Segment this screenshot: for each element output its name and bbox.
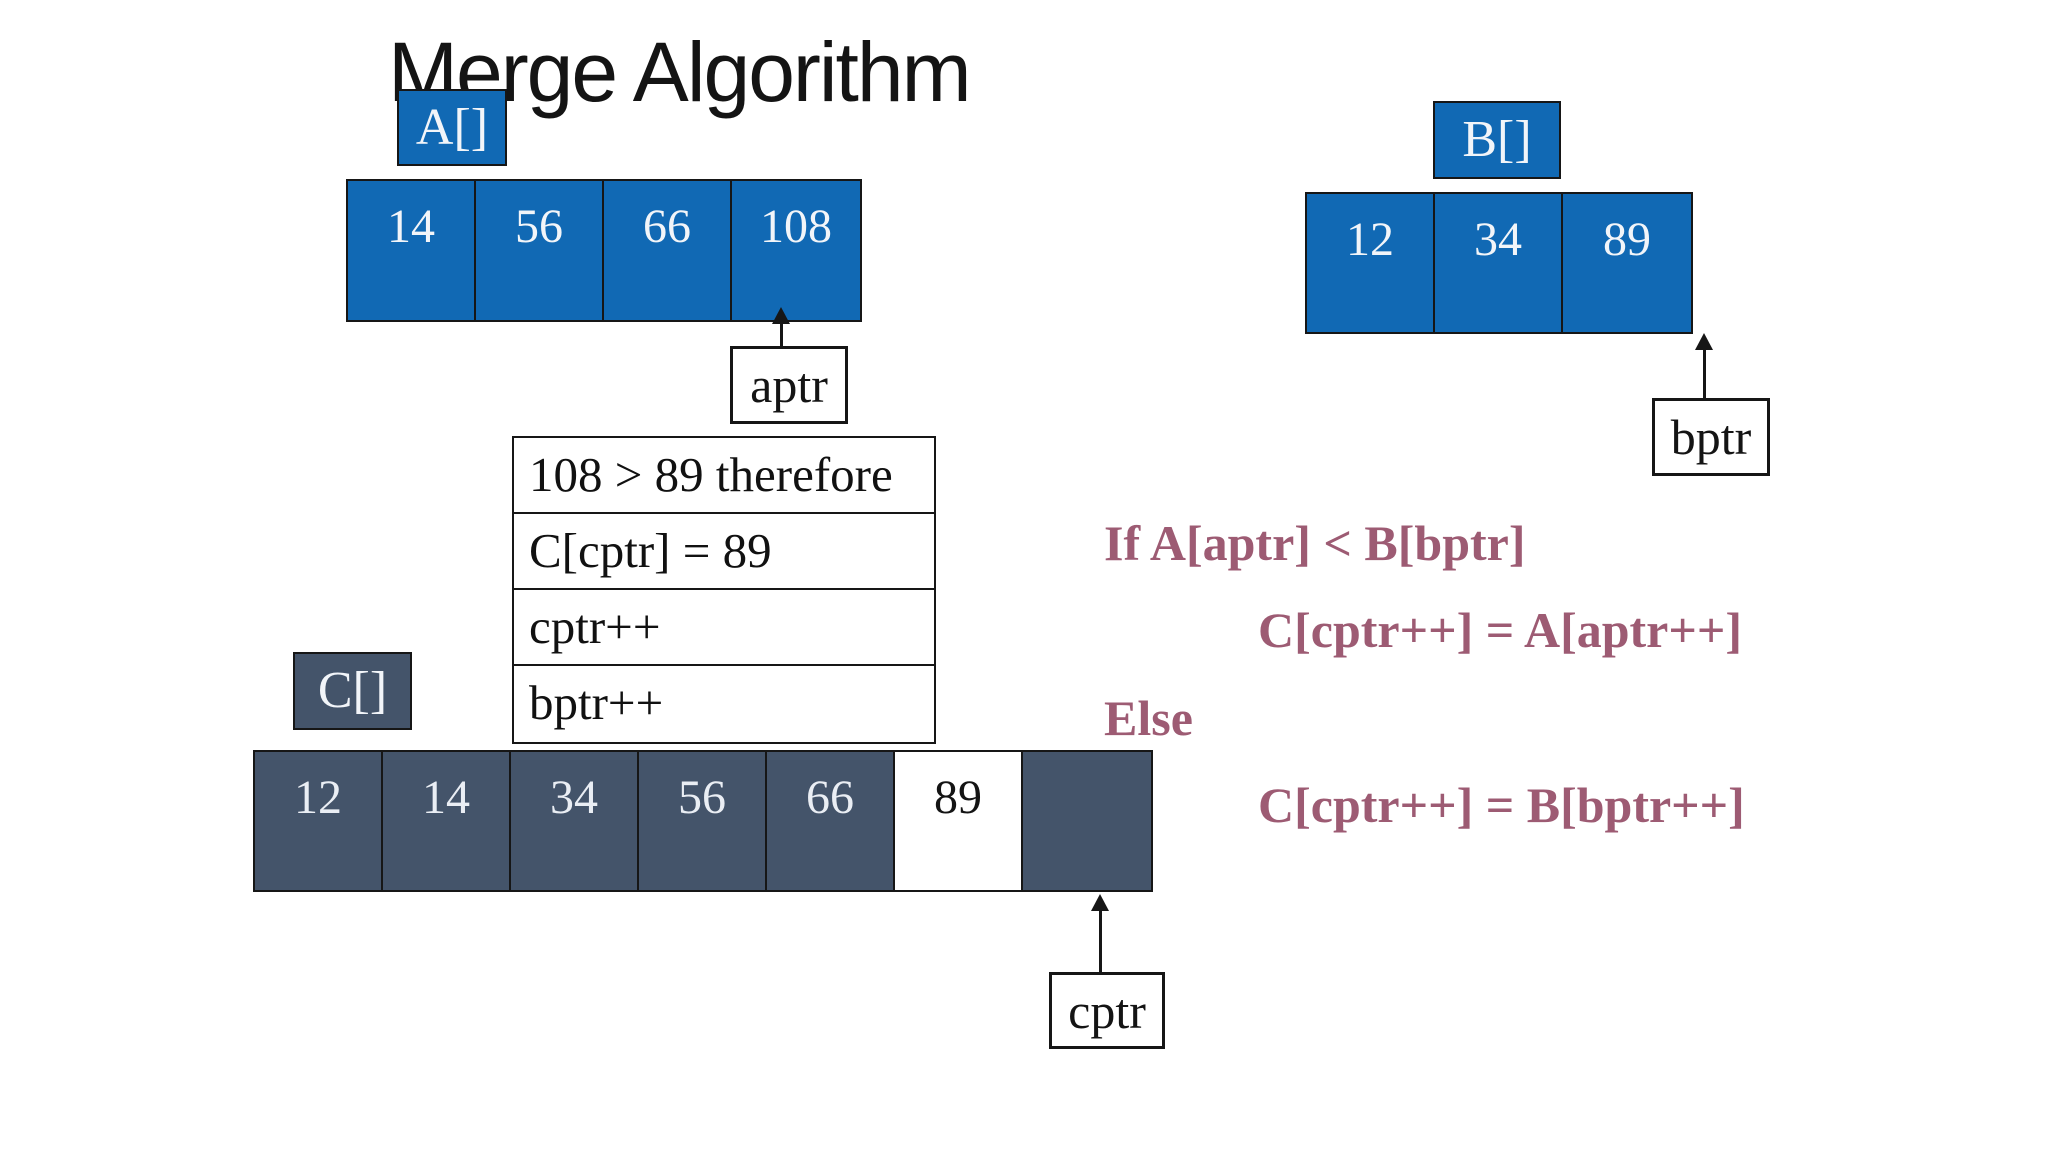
array-b-cell: 89 xyxy=(1563,194,1691,332)
step-row: 108 > 89 therefore xyxy=(514,438,934,514)
array-b-cell: 12 xyxy=(1307,194,1435,332)
pseudocode-line-else: Else xyxy=(1104,690,1193,746)
array-a-cell: 14 xyxy=(348,181,476,320)
step-row: C[cptr] = 89 xyxy=(514,514,934,590)
slide-title: Merge Algorithm xyxy=(388,25,972,119)
array-c-cell: 34 xyxy=(511,752,639,890)
array-c: 12 14 34 56 66 89 xyxy=(253,750,1153,892)
step-row: bptr++ xyxy=(529,675,664,730)
array-a: 14 56 66 108 xyxy=(346,179,862,322)
array-c-cell-empty xyxy=(1023,752,1151,890)
array-a-cell: 108 xyxy=(732,181,860,320)
aptr-pointer-box: aptr xyxy=(730,346,848,424)
cptr-arrow-icon xyxy=(1091,894,1109,972)
step-row: cptr++ xyxy=(514,590,934,666)
pseudocode-line-if: If A[aptr] < B[bptr] xyxy=(1104,515,1526,571)
bptr-arrow-icon xyxy=(1695,333,1713,398)
bptr-pointer-box: bptr xyxy=(1652,398,1770,476)
array-c-cell: 66 xyxy=(767,752,895,890)
pseudocode-line-else-body: C[cptr++] = B[bptr++] xyxy=(1258,777,1745,833)
array-b: 12 34 89 xyxy=(1305,192,1693,334)
array-a-cell: 66 xyxy=(604,181,732,320)
array-c-cell: 12 xyxy=(255,752,383,890)
array-b-cell: 34 xyxy=(1435,194,1563,332)
array-c-label: C[] xyxy=(293,652,412,730)
cptr-pointer-box: cptr xyxy=(1049,972,1165,1049)
array-c-cell: 14 xyxy=(383,752,511,890)
array-a-cell: 56 xyxy=(476,181,604,320)
step-table: 108 > 89 therefore C[cptr] = 89 cptr++ b… xyxy=(512,436,936,744)
array-b-label: B[] xyxy=(1433,101,1561,179)
aptr-arrow-icon xyxy=(772,307,790,347)
pseudocode-line-then: C[cptr++] = A[aptr++] xyxy=(1258,602,1743,658)
array-c-cell-highlighted: 89 xyxy=(895,752,1023,890)
array-a-label: A[] xyxy=(397,89,507,166)
array-c-cell: 56 xyxy=(639,752,767,890)
